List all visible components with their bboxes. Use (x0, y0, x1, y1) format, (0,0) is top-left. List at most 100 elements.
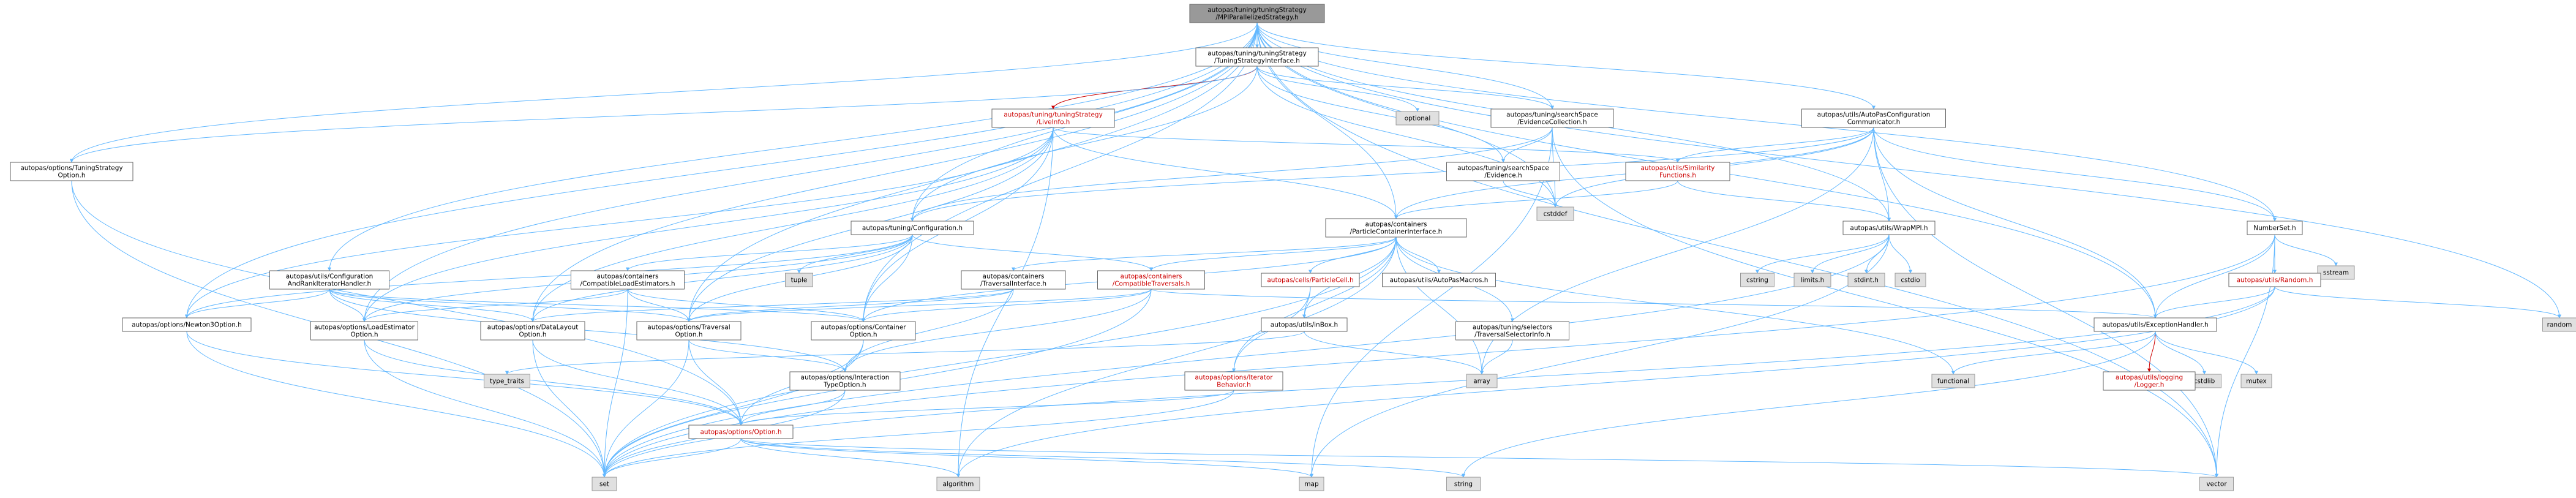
node-box (1490, 108, 1614, 128)
node-box (1446, 162, 1560, 181)
node-box (1466, 374, 1498, 388)
node-label: autopas/options/TuningStrategy (20, 165, 122, 172)
node-label: /TuningStrategyInterface.h (1214, 58, 1300, 65)
node-box (1261, 273, 1360, 287)
node-evcoll[interactable]: autopas/tuning/searchSpace/EvidenceColle… (1490, 108, 1614, 128)
edge-tsi-to-evcoll (1256, 66, 1554, 110)
edge-option-to-set (603, 438, 742, 478)
node-logger[interactable]: autopas/utils/logging/Logger.h (2103, 371, 2196, 391)
node-box (789, 371, 901, 391)
edge-datalayout-to-option (532, 339, 743, 426)
node-label: autopas/options/Traversal (647, 324, 730, 331)
node-configrank[interactable]: autopas/utils/ConfigurationAndRankIterat… (269, 270, 389, 290)
node-label: autopas/utils/Random.h (2237, 277, 2313, 284)
edge-config-to-tuple (797, 234, 913, 274)
node-wrapmpi[interactable]: autopas/utils/WrapMPI.h (1842, 221, 1936, 235)
node-exchandler[interactable]: autopas/utils/ExceptionHandler.h (2093, 317, 2217, 332)
node-travsel[interactable]: autopas/tuning/selectors/TraversalSelect… (1455, 321, 1569, 341)
node-label: /TraversalSelectorInfo.h (1474, 331, 1550, 339)
edge-config-to-datalayout (531, 234, 913, 322)
node-label: map (1304, 481, 1319, 488)
node-label: autopas/tuning/searchSpace (1457, 165, 1549, 172)
node-compatt[interactable]: autopas/containers/CompatibleTraversals.… (1097, 270, 1205, 290)
node-label: tuple (791, 277, 808, 284)
node-box (1931, 374, 1975, 388)
node-compload[interactable]: autopas/containers/CompatibleLoadEstimat… (571, 270, 685, 290)
edge-root-to-loadest (362, 22, 1258, 322)
edge-compload-to-loadest (362, 289, 628, 322)
edge-pci-to-algorithm (956, 236, 1397, 478)
edge-configrank-to-travopt (329, 289, 691, 322)
node-tuple: tuple (785, 273, 813, 287)
edge-contopt-to-set (603, 339, 864, 478)
node-box (688, 424, 794, 439)
node-box (636, 321, 742, 341)
edge-autopascfg-to-vector (1873, 127, 2218, 478)
node-root[interactable]: autopas/tuning/tuningStrategy/MPIParalle… (1189, 4, 1325, 23)
edge-pci-to-traversalif (1012, 236, 1397, 271)
node-label: autopas/options/Interaction (801, 374, 890, 382)
node-box (1195, 47, 1319, 67)
edge-datalayout-to-set (532, 339, 606, 478)
node-label: /Evidence.h (1484, 172, 1522, 179)
node-inbox[interactable]: autopas/utils/inBox.h (1261, 317, 1348, 332)
node-autopascfg[interactable]: autopas/utils/AutoPasConfigurationCommun… (1801, 108, 1946, 128)
node-label: mutex (2246, 378, 2267, 385)
node-box (480, 321, 585, 341)
node-box (2542, 317, 2576, 332)
node-random_h[interactable]: autopas/utils/Random.h (2228, 273, 2321, 287)
node-evidence[interactable]: autopas/tuning/searchSpace/Evidence.h (1446, 162, 1560, 181)
edge-iterbeh-to-option (739, 390, 1234, 426)
node-tsi[interactable]: autopas/tuning/tuningStrategy/TuningStra… (1195, 47, 1319, 67)
node-random: random (2542, 317, 2576, 332)
node-label: autopas/utils/AutoPasConfiguration (1817, 111, 1931, 119)
node-box (1395, 111, 1440, 126)
edge-inbox-to-array (1304, 331, 1484, 375)
node-label: Option.h (849, 331, 877, 339)
node-label: algorithm (943, 481, 974, 488)
node-box (2093, 317, 2217, 332)
edge-configrank-to-interopt (329, 289, 847, 372)
edge-travsel-to-array (1480, 339, 1513, 375)
node-newton3[interactable]: autopas/options/Newton3Option.h (122, 317, 252, 332)
node-functional: functional (1931, 374, 1975, 388)
node-label: autopas/options/LoadEstimator (314, 324, 415, 331)
node-box (1325, 218, 1467, 238)
node-numberset[interactable]: NumberSet.h (2247, 221, 2303, 235)
node-label: autopas/options/DataLayout (487, 324, 579, 331)
edge-compload-to-set (603, 289, 628, 478)
node-pci[interactable]: autopas/containers/ParticleContainerInte… (1325, 218, 1467, 238)
edge-root-to-vector (1256, 22, 2218, 478)
node-optional: optional (1395, 111, 1440, 126)
node-label: /LiveInfo.h (1037, 119, 1070, 126)
node-typetraits: type_traits (484, 374, 530, 388)
node-label: cstdio (1901, 277, 1920, 284)
node-traversalif[interactable]: autopas/containers/TraversalInterface.h (961, 270, 1066, 290)
node-label: autopas/options/Container (820, 324, 906, 331)
node-box (1842, 221, 1936, 235)
node-box (591, 477, 617, 491)
edge-root-to-contopt (862, 22, 1258, 322)
node-label: random (2547, 322, 2572, 329)
node-option[interactable]: autopas/options/Option.h (688, 424, 794, 439)
edge-random_h-to-random (2274, 286, 2561, 319)
node-box (961, 270, 1066, 290)
node-label: autopas/tuning/tuningStrategy (1207, 50, 1307, 58)
node-liveinfo[interactable]: autopas/tuning/tuningStrategy/LiveInfo.h (991, 108, 1115, 128)
node-macros[interactable]: autopas/utils/AutoPasMacros.h (1382, 273, 1496, 287)
node-sstream: sstream (2317, 265, 2355, 280)
edge-root-to-autopascfg (1256, 22, 1876, 110)
node-label: autopas/utils/inBox.h (1271, 322, 1338, 329)
node-label: autopas/options/Option.h (700, 429, 782, 436)
node-config[interactable]: autopas/tuning/Configuration.h (851, 221, 974, 235)
node-particlecell[interactable]: autopas/cells/ParticleCell.h (1261, 273, 1360, 287)
